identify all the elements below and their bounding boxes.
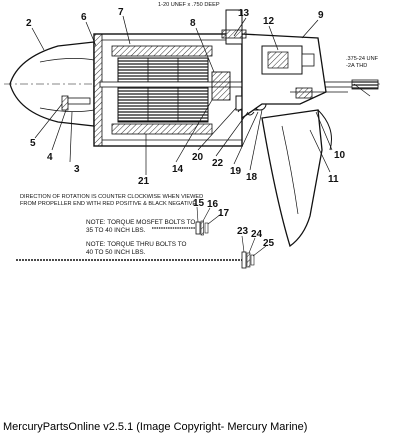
rear-seal bbox=[295, 87, 313, 99]
commutator bbox=[211, 71, 231, 101]
nose-washer bbox=[67, 97, 91, 105]
magnet-top bbox=[111, 45, 213, 57]
shaft-thread bbox=[351, 79, 379, 90]
callout-10: 10 bbox=[334, 150, 346, 161]
callout-19: 19 bbox=[230, 166, 242, 177]
callout-8: 8 bbox=[190, 18, 196, 29]
skeg-rib bbox=[281, 125, 299, 215]
thru-bolt-nut bbox=[241, 251, 247, 269]
thru-bolt-seal bbox=[250, 254, 255, 266]
callout-20: 20 bbox=[192, 152, 204, 163]
thread-note-line2: -2A THD bbox=[346, 63, 367, 69]
callout-18: 18 bbox=[246, 172, 258, 183]
mosfet-terminal bbox=[301, 53, 315, 67]
callout-7: 7 bbox=[118, 7, 124, 18]
magnet-bottom bbox=[111, 123, 213, 135]
callout-25: 25 bbox=[263, 238, 275, 249]
nose-cone-inner-line bbox=[39, 58, 95, 63]
leader-lines bbox=[31, 15, 371, 175]
mosfet-bolt-head bbox=[195, 221, 201, 235]
callout-9: 9 bbox=[318, 10, 324, 21]
callout-4: 4 bbox=[47, 152, 53, 163]
callout-2: 2 bbox=[26, 18, 32, 29]
rotation-note-line1: DIRECTION OF ROTATION IS COUNTER CLOCKWI… bbox=[20, 194, 203, 200]
callout-16: 16 bbox=[207, 199, 219, 210]
mosfet-plate bbox=[267, 51, 289, 69]
note-mosfet-line1: NOTE: TORQUE MOSFET BOLTS TO bbox=[86, 219, 195, 226]
callout-13: 13 bbox=[238, 8, 250, 19]
copyright-footer: MercuryPartsOnline v2.5.1 (Image Copyrig… bbox=[3, 421, 308, 433]
callout-6: 6 bbox=[81, 12, 87, 23]
callout-5: 5 bbox=[30, 138, 36, 149]
note-thru-line1: NOTE: TORQUE THRU BOLTS TO bbox=[86, 241, 187, 248]
thread-note-line1: .375-24 UNF bbox=[346, 56, 379, 62]
thru-bolt-head bbox=[61, 95, 69, 111]
mosfet-washer bbox=[200, 220, 204, 236]
nose-cone-inner-line-2 bbox=[39, 107, 95, 112]
callout-11: 11 bbox=[328, 174, 339, 185]
mosfet-lockwasher bbox=[204, 222, 209, 234]
callout-17: 17 bbox=[218, 208, 230, 219]
armature-core bbox=[117, 57, 209, 123]
note-mosfet-line2: 35 TO 40 INCH LBS. bbox=[86, 227, 146, 234]
callout-21: 21 bbox=[138, 176, 150, 187]
callout-14: 14 bbox=[172, 164, 184, 175]
thru-bolt-washer bbox=[246, 252, 251, 268]
cable-fitting-nut bbox=[221, 29, 247, 39]
top-thread-note: 1-20 UNEF x .750 DEEP bbox=[158, 2, 220, 8]
rotation-note-line2: FROM PROPELLER END WITH RED POSITIVE & B… bbox=[20, 201, 198, 207]
callout-22: 22 bbox=[212, 158, 224, 169]
callout-24: 24 bbox=[251, 229, 263, 240]
armature-shaft bbox=[99, 81, 379, 88]
callout-23: 23 bbox=[237, 226, 249, 237]
callout-15: 15 bbox=[193, 198, 205, 209]
housing-front-ring bbox=[93, 33, 103, 147]
callout-3: 3 bbox=[74, 164, 80, 175]
callout-12: 12 bbox=[263, 16, 275, 27]
note-thru-line2: 40 TO 50 INCH LBS. bbox=[86, 249, 146, 256]
